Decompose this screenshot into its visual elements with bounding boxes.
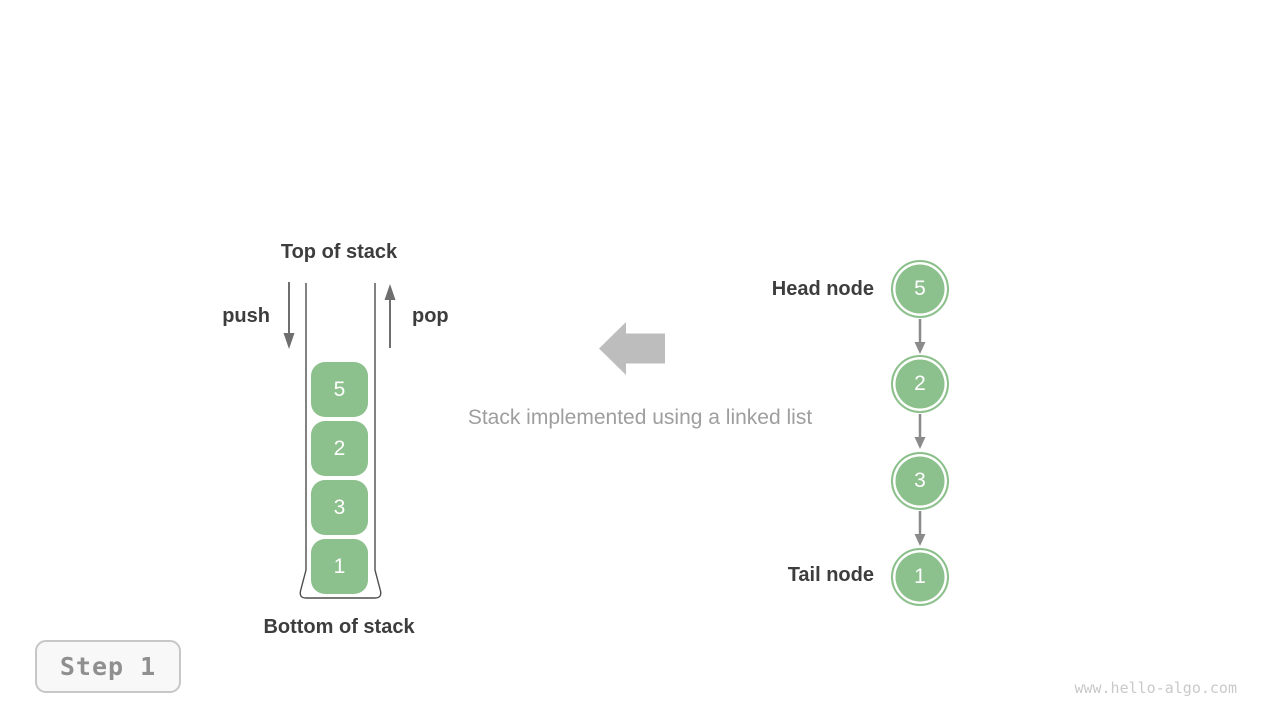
step-badge-label: Step 1 [59, 652, 157, 681]
left-block-arrow-icon [599, 322, 665, 375]
list-node: 5 [891, 260, 949, 318]
link-down-arrow-icon [914, 319, 926, 354]
stack-item: 2 [311, 421, 368, 476]
list-node: 2 [891, 355, 949, 413]
tail-node-label: Tail node [787, 564, 874, 586]
stack-item: 1 [311, 539, 368, 594]
link-down-arrow-icon [914, 511, 926, 546]
push-label: push [222, 305, 270, 327]
step-badge: Step 1 [35, 640, 181, 693]
head-node-label: Head node [771, 278, 874, 300]
stack-top-label: Top of stack [280, 241, 398, 263]
list-node: 3 [891, 452, 949, 510]
pop-label: pop [412, 305, 449, 327]
stack-bottom-label: Bottom of stack [263, 616, 415, 638]
push-down-arrow-icon [283, 282, 295, 349]
link-down-arrow-icon [914, 414, 926, 449]
watermark-text: www.hello-algo.com [1074, 679, 1237, 697]
stack-item: 3 [311, 480, 368, 535]
stack-container-outline [299, 283, 382, 599]
diagram-caption: Stack implemented using a linked list [467, 406, 813, 429]
pop-up-arrow-icon [384, 284, 396, 348]
list-node: 1 [891, 548, 949, 606]
stack-item: 5 [311, 362, 368, 417]
